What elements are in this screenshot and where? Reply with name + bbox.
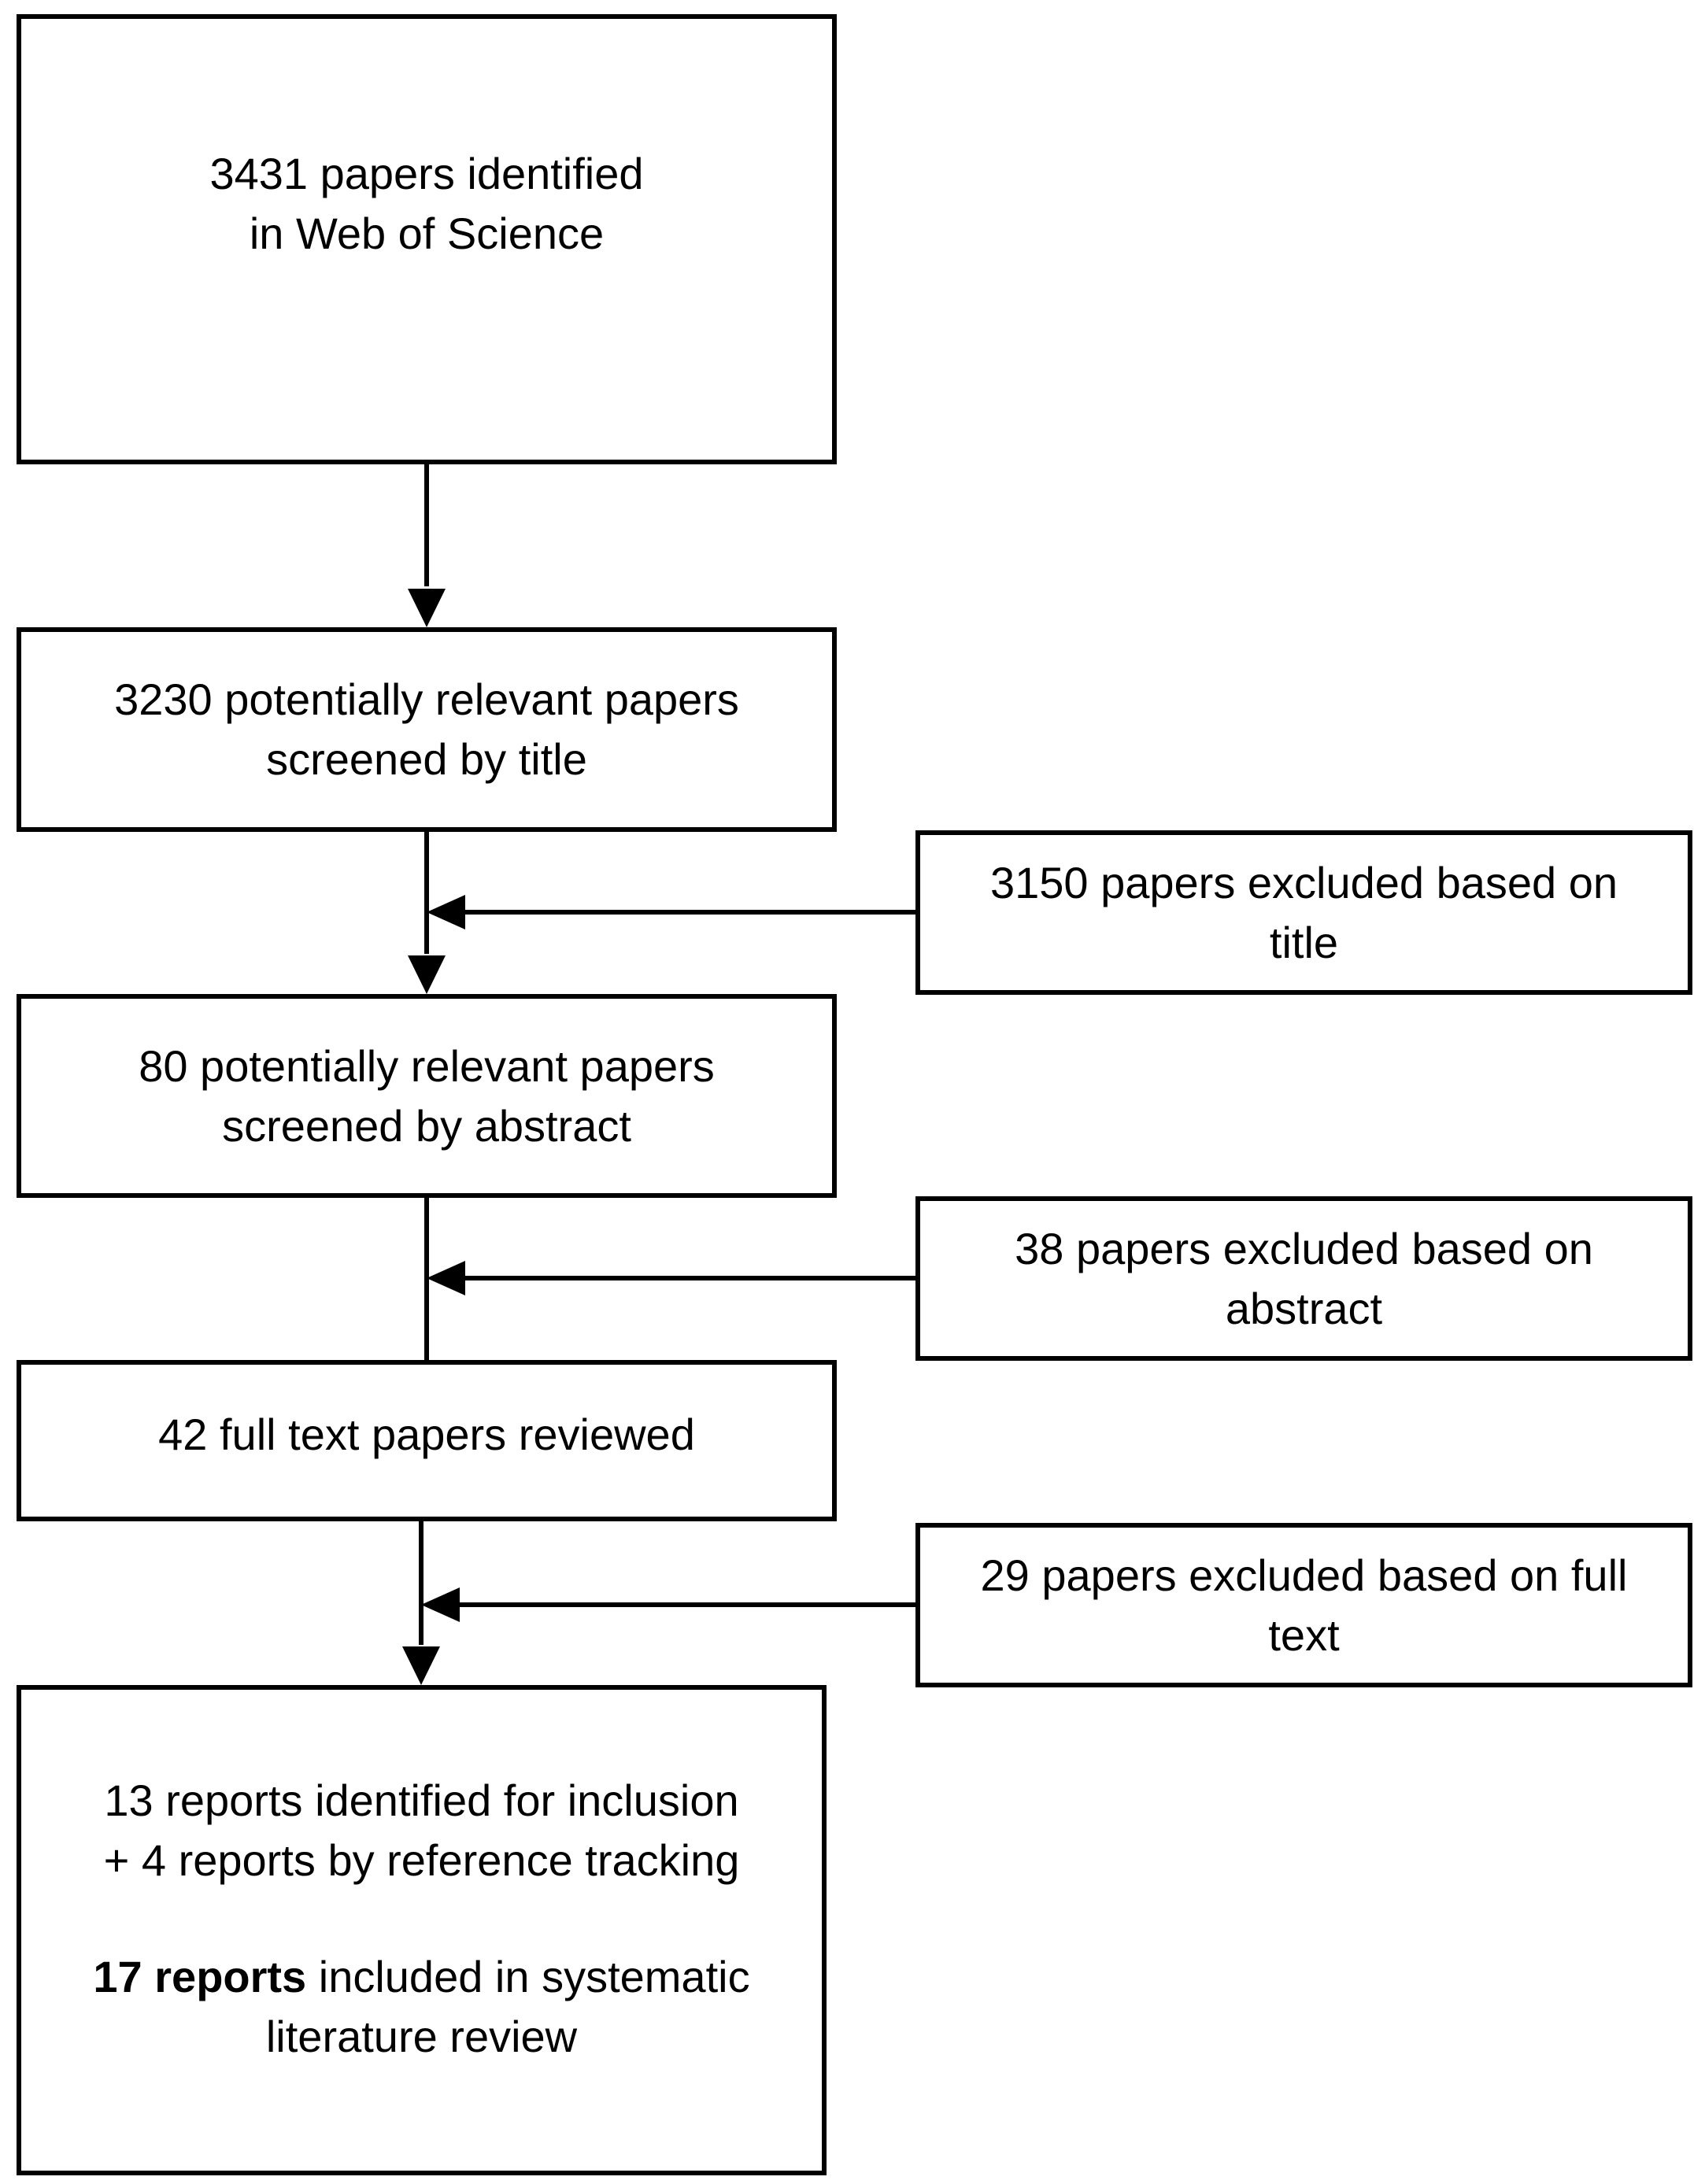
arrow-excluded-abstract (427, 1261, 915, 1295)
box-full-text-reviewed: 42 full text papers reviewed (17, 1360, 837, 1521)
box-excluded-full-text-line2: text (1268, 1609, 1340, 1660)
box-screened-by-abstract-line2: screened by abstract (222, 1100, 631, 1151)
reports-count-bold: 17 reports (93, 1951, 307, 2001)
box-reports-included: 13 reports identified for inclusion + 4 … (17, 1685, 827, 2175)
arrow-excluded-full-text (421, 1587, 915, 1622)
box-excluded-title-line1: 3150 papers excluded based on (989, 857, 1618, 907)
box-excluded-abstract: 38 papers excluded based on abstract (915, 1196, 1692, 1361)
box-excluded-title: 3150 papers excluded based on title (915, 830, 1692, 995)
arrow-identified-to-screened-title (408, 464, 446, 627)
box-screened-by-title-line1: 3230 potentially relevant papers (114, 674, 739, 724)
box-screened-by-title: 3230 potentially relevant papers screene… (17, 627, 837, 832)
box-screened-by-abstract: 80 potentially relevant papers screened … (17, 994, 837, 1198)
box-excluded-title-line2: title (1269, 917, 1339, 967)
box-papers-identified: 3431 papers identified in Web of Science (17, 14, 837, 464)
box-screened-by-title-line2: screened by title (266, 734, 587, 784)
box-papers-identified-line2: in Web of Science (249, 209, 605, 258)
box-reports-included-line4: literature review (265, 2011, 578, 2061)
reports-included-text: included in systematic (306, 1951, 750, 2001)
box-excluded-abstract-line2: abstract (1225, 1283, 1383, 1333)
box-screened-by-abstract-line1: 80 potentially relevant papers (139, 1040, 715, 1091)
box-papers-identified-line1: 3431 papers identified (209, 149, 644, 198)
arrow-full-text-to-included (402, 1521, 440, 1685)
box-excluded-full-text: 29 papers excluded based on full text (915, 1523, 1692, 1687)
box-excluded-full-text-line1: 29 papers excluded based on full (980, 1550, 1628, 1600)
box-full-text-reviewed-line1: 42 full text papers reviewed (158, 1409, 695, 1459)
box-reports-included-line3: 17 reports included in systematic (93, 1947, 749, 2007)
arrow-excluded-title (427, 895, 915, 929)
box-reports-included-line1: 13 reports identified for inclusion (104, 1775, 739, 1825)
box-reports-included-line2: + 4 reports by reference tracking (103, 1835, 740, 1885)
box-excluded-abstract-line1: 38 papers excluded based on (1015, 1223, 1593, 1273)
arrow-screened-title-to-screened-abstract (408, 832, 446, 994)
